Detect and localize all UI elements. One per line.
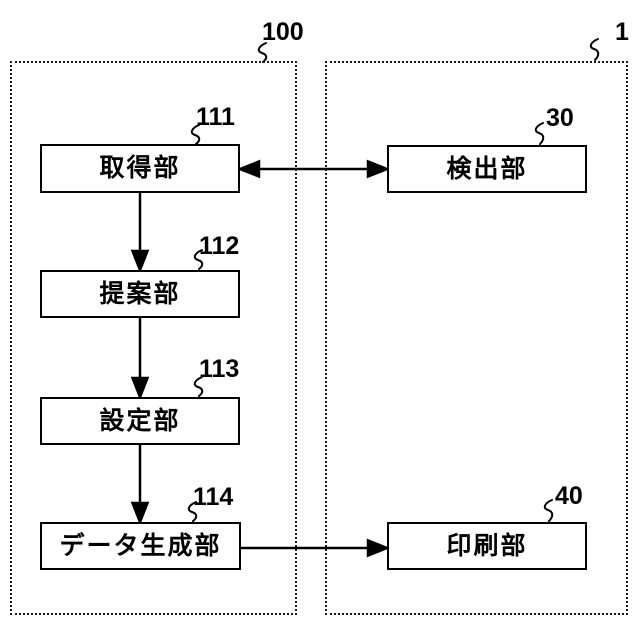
dotted-container-1 bbox=[325, 61, 628, 615]
block-detection-label: 検出部 bbox=[446, 154, 528, 183]
block-setting-label: 設定部 bbox=[99, 406, 181, 435]
block-acquisition-label: 取得部 bbox=[99, 154, 181, 182]
ref-label-30: 30 bbox=[546, 104, 574, 132]
ref-label-100: 100 bbox=[262, 18, 304, 46]
block-setting-unit: 設定部 bbox=[40, 397, 240, 445]
ref-label-114: 114 bbox=[193, 483, 234, 511]
block-printing-label: 印刷部 bbox=[446, 531, 528, 560]
ref-label-40: 40 bbox=[555, 482, 583, 510]
dotted-container-100 bbox=[10, 61, 297, 615]
ref-label-113: 113 bbox=[199, 355, 240, 383]
block-data-generation-label: データ生成部 bbox=[59, 531, 222, 560]
ref-label-112: 112 bbox=[199, 232, 240, 260]
block-proposal-unit: 提案部 bbox=[40, 270, 240, 318]
block-printing-unit: 印刷部 bbox=[387, 522, 587, 570]
block-detection-unit: 検出部 bbox=[387, 145, 587, 193]
block-data-generation-unit: データ生成部 bbox=[40, 522, 241, 570]
ref-label-1: 1 bbox=[615, 18, 629, 46]
ref-label-111: 111 bbox=[196, 103, 235, 131]
block-acquisition-unit: 取得部 bbox=[40, 144, 240, 193]
block-proposal-label: 提案部 bbox=[99, 279, 181, 308]
leader-squiggle-1 bbox=[589, 38, 600, 61]
